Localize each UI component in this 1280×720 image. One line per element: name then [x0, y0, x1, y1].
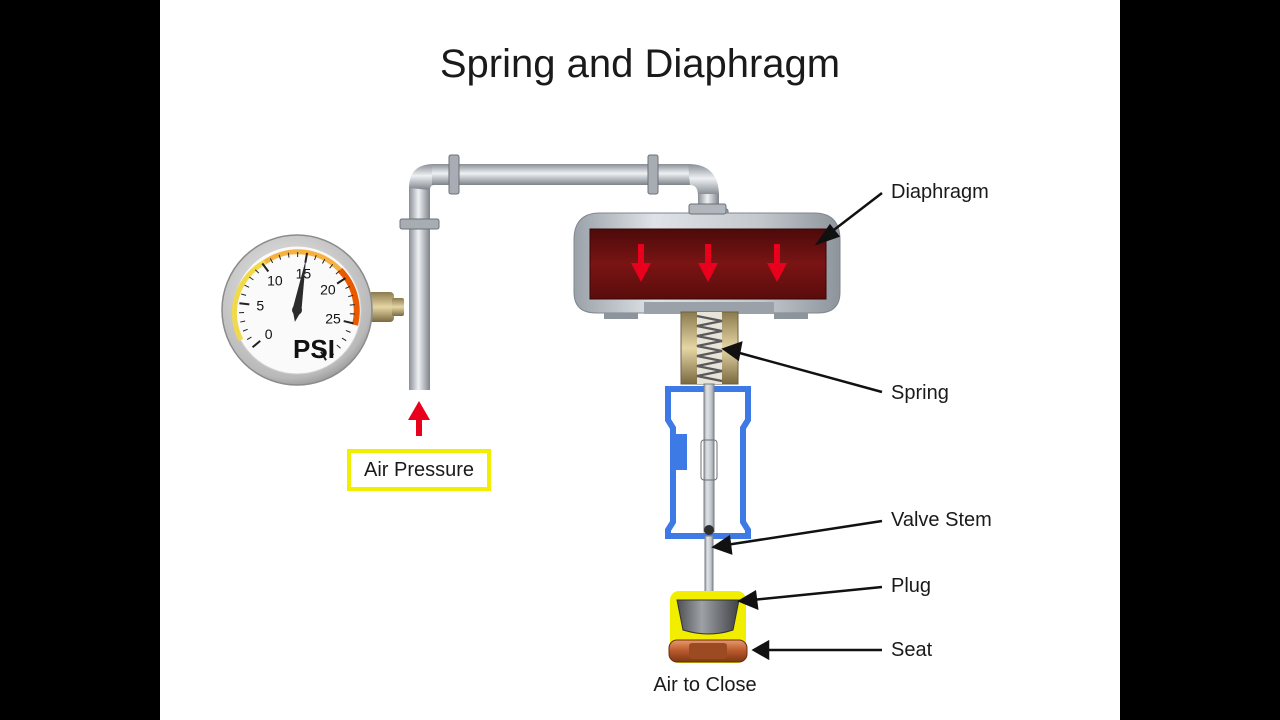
- gauge-tick: [249, 276, 254, 281]
- valve-stem-label: Valve Stem: [891, 509, 992, 531]
- gauge-tick-label: 0: [265, 326, 273, 342]
- gauge-tick: [336, 277, 347, 285]
- air-pressure-label: Air Pressure: [363, 458, 475, 481]
- gauge-fitting: [368, 292, 394, 322]
- seat-label: Seat: [891, 639, 933, 661]
- air-to-close-label: Air to Close: [653, 674, 757, 696]
- valve-seat: [668, 639, 748, 663]
- actuator-housing: [573, 203, 841, 319]
- valve-plug: [676, 599, 740, 635]
- gauge-tick-label: 10: [267, 272, 283, 288]
- gauge-tick: [335, 270, 340, 275]
- air-pressure-label-box: Air Pressure: [347, 449, 491, 491]
- diaphragm-pressure-arrows: [631, 244, 787, 282]
- gauge-unit: PSI: [293, 334, 335, 364]
- gauge-tick-labels: 0510152025: [256, 266, 341, 342]
- spring-label: Spring: [891, 382, 949, 404]
- gauge-tick: [278, 254, 282, 260]
- pressure-gauge: 0510152025 PSI: [221, 234, 404, 386]
- gauge-pivot: [292, 305, 302, 315]
- spring-assembly: [680, 311, 739, 385]
- air-pressure-arrow: [408, 401, 430, 436]
- gauge-tick: [251, 340, 261, 349]
- gauge-tick: [329, 263, 334, 269]
- spring-coil: [696, 314, 723, 383]
- gauge-tick: [241, 293, 247, 296]
- gauge-tick: [341, 337, 347, 342]
- gauge-tick: [244, 284, 250, 288]
- gauge-tick: [261, 262, 270, 273]
- gauge-tick: [239, 302, 250, 306]
- gauge-tick: [269, 258, 274, 264]
- valve-stem: [704, 535, 714, 597]
- gauge-tick: [287, 252, 290, 258]
- gauge-tick-label: 20: [320, 282, 336, 298]
- gauge-tick: [242, 328, 248, 332]
- gauge-tick: [345, 285, 351, 289]
- gauge-tick: [330, 350, 335, 356]
- gauge-tick: [246, 336, 252, 341]
- slide-title: Spring and Diaphragm: [439, 42, 841, 86]
- diaphragm-label: Diaphragm: [891, 181, 989, 203]
- gauge-tick: [320, 351, 327, 361]
- valve-yoke: [665, 383, 751, 539]
- gauge-tick: [348, 294, 354, 298]
- gauge-tick: [343, 320, 354, 325]
- plug-label: Plug: [891, 575, 932, 597]
- gauge-tick: [345, 329, 351, 333]
- gauge-tick: [321, 258, 326, 264]
- gauge-tick: [240, 320, 246, 323]
- gauge-tick: [336, 344, 341, 349]
- callout-lines: [711, 192, 883, 661]
- gauge-tick-label: 25: [325, 311, 341, 327]
- gauge-tick-label: 5: [256, 298, 264, 314]
- gauge-tick: [254, 269, 260, 274]
- gauge-tick: [314, 255, 317, 261]
